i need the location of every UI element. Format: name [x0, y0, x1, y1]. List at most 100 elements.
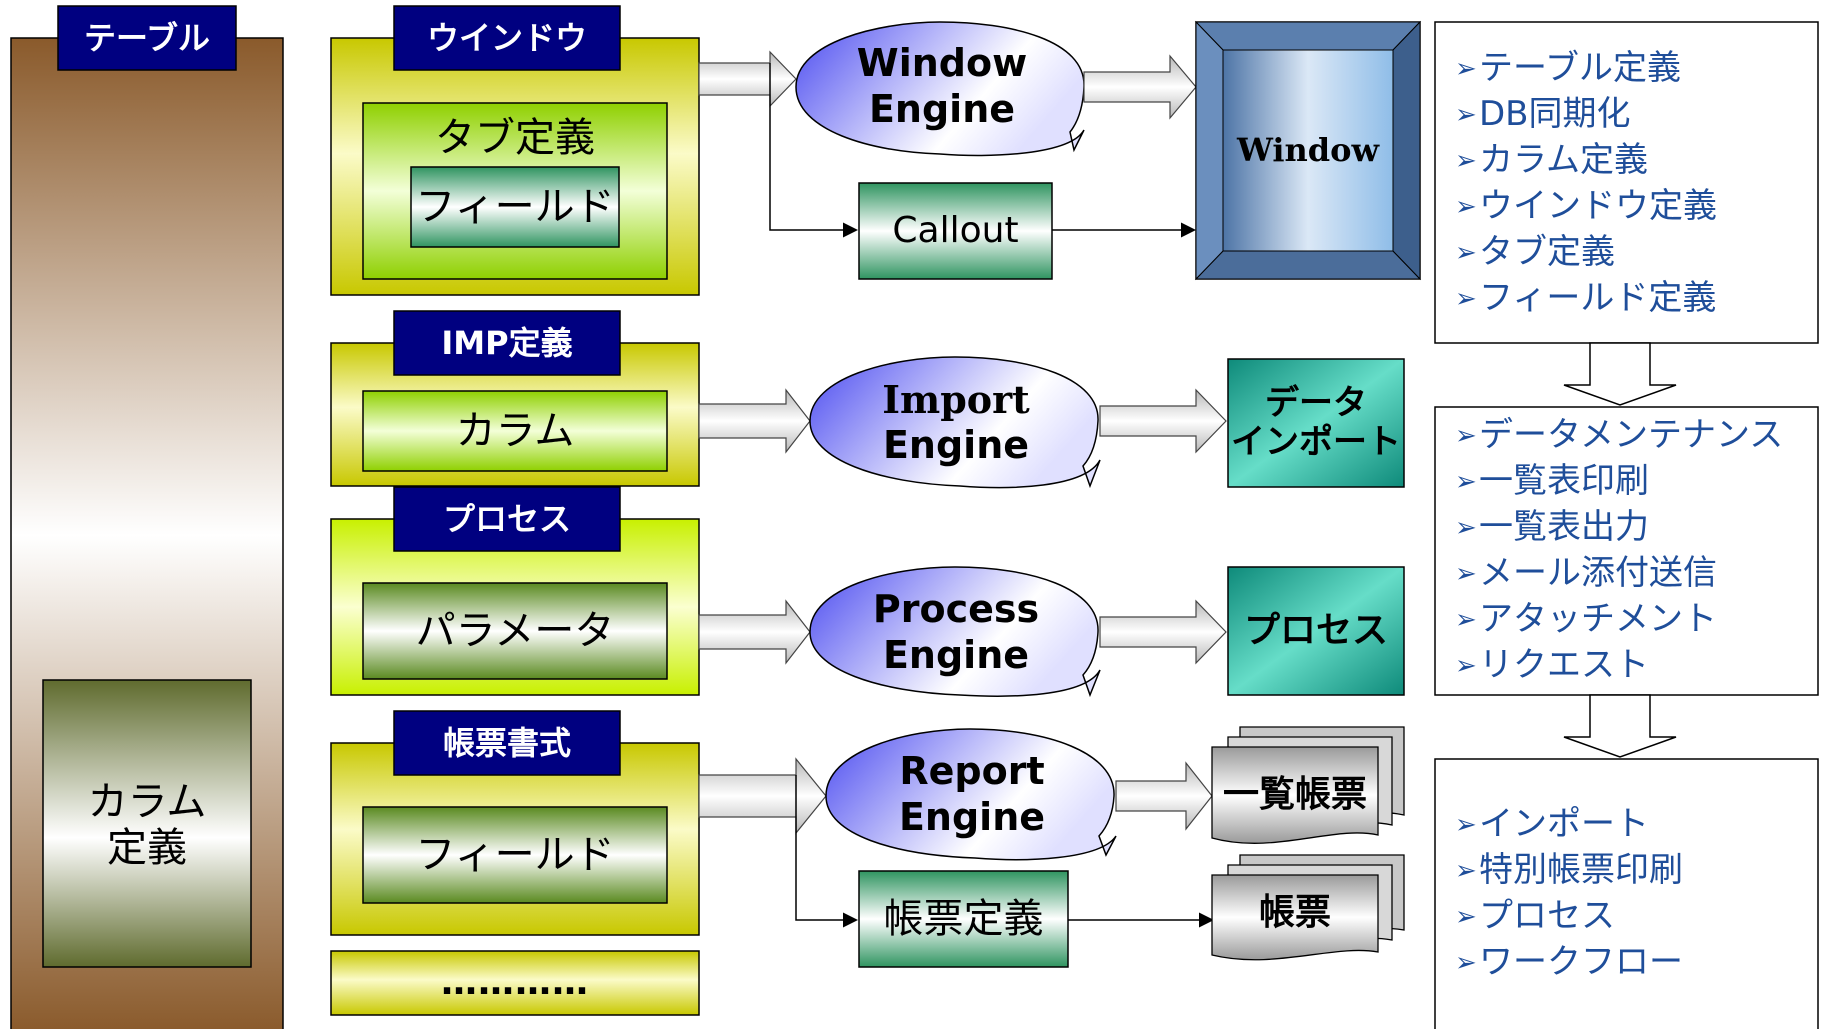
arrow-imp-to-engine [698, 388, 811, 454]
feature-item: ➢カラム定義 [1455, 138, 1717, 184]
connector-window-callout [769, 63, 858, 238]
import-engine-label: Import Engine [826, 368, 1086, 478]
process-group-header [393, 486, 621, 552]
data-import-box [1227, 358, 1405, 488]
window-features-box [1434, 406, 1819, 696]
arrow-window-to-engine [698, 50, 797, 108]
report-engine [825, 728, 1117, 861]
import-engine-line-1: Import [882, 377, 1030, 423]
feature-item: ➢メール添付送信 [1455, 551, 1783, 597]
arrow-bullet-icon: ➢ [1455, 559, 1477, 589]
imp-group-header [393, 310, 621, 376]
feature-item: ➢データメンテナンス [1455, 413, 1783, 459]
field-window-label: フィールド [415, 184, 615, 230]
arrow-bullet-icon: ➢ [1455, 421, 1477, 451]
connector-report-def [795, 775, 858, 928]
process-engine-label: Process Engine [826, 578, 1086, 688]
column-definition-line-2: 定義 [107, 825, 187, 871]
more-label: ………… [441, 962, 589, 1004]
arrow-bullet-icon: ➢ [1455, 54, 1477, 84]
process-output-box [1227, 566, 1405, 696]
definitions-list: ➢テーブル定義➢DB同期化➢カラム定義➢ウインドウ定義➢タブ定義➢フィールド定義 [1455, 46, 1717, 322]
arrow-engine-to-window [1083, 54, 1197, 120]
feature-label: DB同期化 [1479, 94, 1631, 134]
feature-item: ➢一覧表出力 [1455, 505, 1783, 551]
process-group-label: プロセス [442, 499, 571, 538]
report-engine-label: Report Engine [842, 740, 1102, 850]
feature-label: 一覧表出力 [1479, 507, 1649, 547]
feature-item: ➢ワークフロー [1455, 940, 1683, 986]
report-group-label: 帳票書式 [442, 723, 571, 762]
feature-label: カラム定義 [1479, 140, 1648, 180]
report-engine-line-2: Engine [898, 795, 1046, 839]
feature-label: 特別帳票印刷 [1479, 850, 1683, 890]
feature-label: インポート [1479, 804, 1649, 844]
other-features-box [1434, 758, 1819, 1029]
process-engine-line-1: Process [872, 587, 1040, 632]
feature-item: ➢プロセス [1455, 894, 1683, 940]
arrow-report-to-engine [698, 757, 827, 835]
callout-box [858, 182, 1053, 280]
other-features-list: ➢インポート➢特別帳票印刷➢プロセス➢ワークフロー [1455, 802, 1683, 986]
feature-label: リクエスト [1479, 645, 1649, 685]
imp-column-box [362, 390, 668, 472]
feature-label: フィールド定義 [1479, 278, 1717, 318]
data-import-label: データ インポート [1228, 368, 1404, 478]
report-label: 帳票 [1258, 892, 1331, 934]
imp-group-label: IMP定義 [441, 323, 573, 362]
feature-label: ウインドウ定義 [1479, 186, 1717, 226]
arrow-bullet-icon: ➢ [1455, 146, 1477, 176]
process-engine-line-2: Engine [882, 633, 1030, 677]
feature-label: タブ定義 [1479, 232, 1615, 272]
arrow-bullet-icon: ➢ [1455, 238, 1477, 268]
data-import-line-1: データ [1265, 382, 1367, 423]
process-engine [809, 566, 1101, 698]
arrow-engine-to-import [1099, 388, 1227, 454]
feature-item: ➢アタッチメント [1455, 597, 1783, 643]
report-engine-line-1: Report [899, 749, 1045, 794]
feature-item: ➢リクエスト [1455, 643, 1783, 689]
feature-label: 一覧表印刷 [1479, 461, 1649, 501]
feature-item: ➢DB同期化 [1455, 92, 1717, 138]
feature-item: ➢一覧表印刷 [1455, 459, 1783, 505]
arrow-bullet-icon: ➢ [1455, 651, 1477, 681]
arrow-bullet-icon: ➢ [1455, 100, 1477, 130]
feature-item: ➢フィールド定義 [1455, 276, 1717, 322]
list-report-documents [1211, 726, 1405, 844]
list-report-label: 一覧帳票 [1222, 774, 1367, 816]
window-engine-label: Window Engine [812, 32, 1072, 142]
tab-definition-label: タブ定義 [435, 115, 595, 161]
down-arrow-2 [1563, 694, 1677, 758]
feature-label: テーブル定義 [1479, 48, 1681, 88]
table-header-label: テーブル [83, 18, 211, 57]
window-engine-line-1: Window [856, 41, 1028, 86]
column-definition-line-1: カラム [87, 779, 207, 825]
report-documents [1211, 854, 1405, 961]
window-engine-line-2: Engine [868, 87, 1016, 131]
import-engine [809, 356, 1101, 489]
column-definition-label: カラム 定義 [43, 770, 251, 880]
window-output-pane [1222, 49, 1394, 252]
feature-item: ➢特別帳票印刷 [1455, 848, 1683, 894]
table-header [57, 5, 237, 71]
parameter-box [362, 582, 668, 680]
process-output-label: プロセス [1243, 610, 1388, 652]
feature-item: ➢ウインドウ定義 [1455, 184, 1717, 230]
arrow-bullet-icon: ➢ [1455, 192, 1477, 222]
report-group-header [393, 710, 621, 776]
arrow-process-to-engine [698, 599, 811, 665]
arrow-bullet-icon: ➢ [1455, 467, 1477, 497]
feature-label: プロセス [1479, 896, 1615, 936]
import-engine-line-2: Engine [882, 423, 1030, 467]
report-definition-label: 帳票定義 [883, 896, 1044, 942]
arrow-bullet-icon: ➢ [1455, 948, 1477, 978]
report-definition-box [858, 870, 1069, 968]
more-group-box [330, 950, 700, 1016]
arrow-bullet-icon: ➢ [1455, 810, 1477, 840]
arrow-engine-to-listreport [1115, 761, 1213, 831]
arrow-bullet-icon: ➢ [1455, 513, 1477, 543]
arrow-bullet-icon: ➢ [1455, 902, 1477, 932]
window-group-label: ウインドウ [426, 18, 587, 57]
